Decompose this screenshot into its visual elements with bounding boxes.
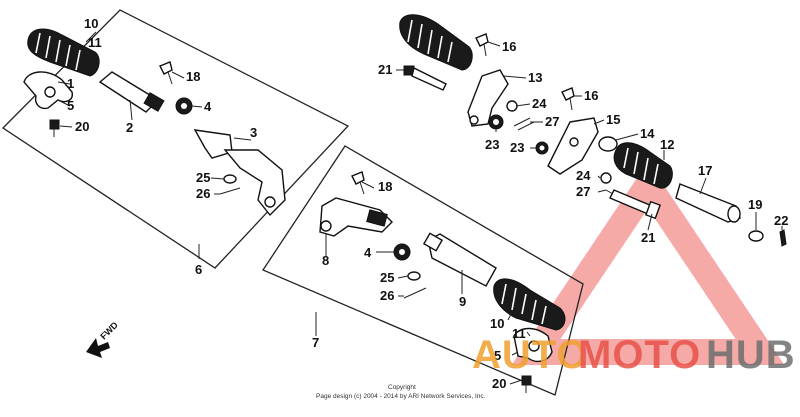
spring-4-bottom (393, 243, 411, 261)
pin-18-bottom (351, 171, 365, 195)
bracket-13 (467, 69, 509, 127)
collar-23-right (535, 141, 549, 155)
callout-10-left: 10 (84, 16, 98, 31)
front-rubber-10 (493, 278, 566, 331)
left-spring-4 (175, 97, 193, 115)
logo-word-moto: MOTO (578, 333, 701, 377)
bolt-21-bottom (609, 189, 661, 220)
callout-15: 15 (606, 112, 620, 127)
rear-rubber-12 (613, 142, 673, 189)
callout-24-bottom: 24 (576, 168, 591, 183)
callout-20-bottom: 20 (492, 376, 506, 391)
holder-11-bottom (513, 327, 553, 363)
pin-16-top (475, 33, 489, 57)
washer-25-bottom (407, 271, 421, 281)
callout-5-left: 5 (67, 98, 74, 113)
pin-16-right (561, 87, 575, 111)
logo-word-auto: AUTO (472, 333, 589, 377)
callout-22: 22 (774, 213, 788, 228)
callout-7: 7 (312, 335, 319, 350)
callout-12: 12 (660, 137, 674, 152)
bolt-20-bottom (521, 375, 532, 393)
watermark-triangle-icon (511, 161, 785, 365)
nut-24-top (506, 100, 518, 112)
callout-10-bottom: 10 (490, 316, 504, 331)
left-bolt-20 (49, 119, 60, 137)
left-pivot-shaft (98, 71, 165, 113)
callout-21-bottom: 21 (641, 230, 655, 245)
fwd-label: FWD (98, 319, 120, 341)
callout-18-bottom: 18 (378, 179, 392, 194)
callout-6: 6 (195, 262, 202, 277)
callout-9: 9 (459, 294, 466, 309)
left-bracket-3 (193, 129, 286, 217)
copyright-line-2: Page design (c) 2004 - 2014 by ARI Netwo… (316, 393, 486, 400)
callout-4-left: 4 (204, 99, 212, 114)
left-pin-18 (159, 61, 173, 85)
bracket-15 (547, 117, 599, 175)
callout-27-bottom: 27 (576, 184, 590, 199)
right-assembly-box (262, 145, 584, 396)
callout-14: 14 (640, 126, 655, 141)
callout-4-bottom: 4 (364, 245, 372, 260)
callout-26-left: 26 (196, 186, 210, 201)
callout-16-top: 16 (502, 39, 516, 54)
callout-21-top: 21 (378, 62, 392, 77)
copyright-line-1: Copyright (388, 384, 416, 391)
automotohub-logo: AUTO MOTO HUB (472, 333, 796, 377)
left-clip-26 (219, 187, 241, 195)
callout-19: 19 (748, 197, 762, 212)
callout-23-top: 23 (485, 137, 499, 152)
callout-27-top: 27 (545, 114, 559, 129)
left-washer-25 (223, 174, 237, 184)
callout-25-bottom: 25 (380, 270, 394, 285)
clip-27-top (513, 117, 535, 131)
callout-26-bottom: 26 (380, 288, 394, 303)
cotter-22 (779, 229, 787, 247)
shaft-9 (422, 232, 497, 287)
callout-24-top: 24 (532, 96, 547, 111)
rear-footpeg-rubber (399, 14, 473, 71)
callout-11-bottom: 11 (512, 326, 526, 341)
washer-24-bottom (600, 172, 612, 184)
left-holder (23, 71, 73, 110)
callout-1: 1 (67, 76, 74, 91)
pivot-arm-8 (319, 197, 393, 237)
logo-word-hub: HUB (706, 333, 796, 377)
callout-20-left: 20 (75, 119, 89, 134)
callout-16-right: 16 (584, 88, 598, 103)
washer-14 (598, 136, 618, 152)
callout-23-right: 23 (510, 140, 524, 155)
callout-17: 17 (698, 163, 712, 178)
callout-25-left: 25 (196, 170, 210, 185)
callout-11-left: 11 (88, 35, 102, 50)
callout-5-bottom: 5 (494, 348, 501, 363)
callout-3: 3 (250, 125, 257, 140)
washer-19 (748, 230, 764, 242)
left-footpeg-rubber (27, 28, 100, 77)
collar-23-top (488, 114, 504, 130)
callout-13: 13 (528, 70, 542, 85)
callout-8: 8 (322, 253, 329, 268)
bolt-21-top (403, 65, 447, 91)
clip-26-bottom (403, 287, 427, 299)
pin-17 (675, 183, 741, 223)
callout-2: 2 (126, 120, 133, 135)
forward-arrow-icon: FWD (86, 319, 120, 358)
callout-18-left: 18 (186, 69, 200, 84)
